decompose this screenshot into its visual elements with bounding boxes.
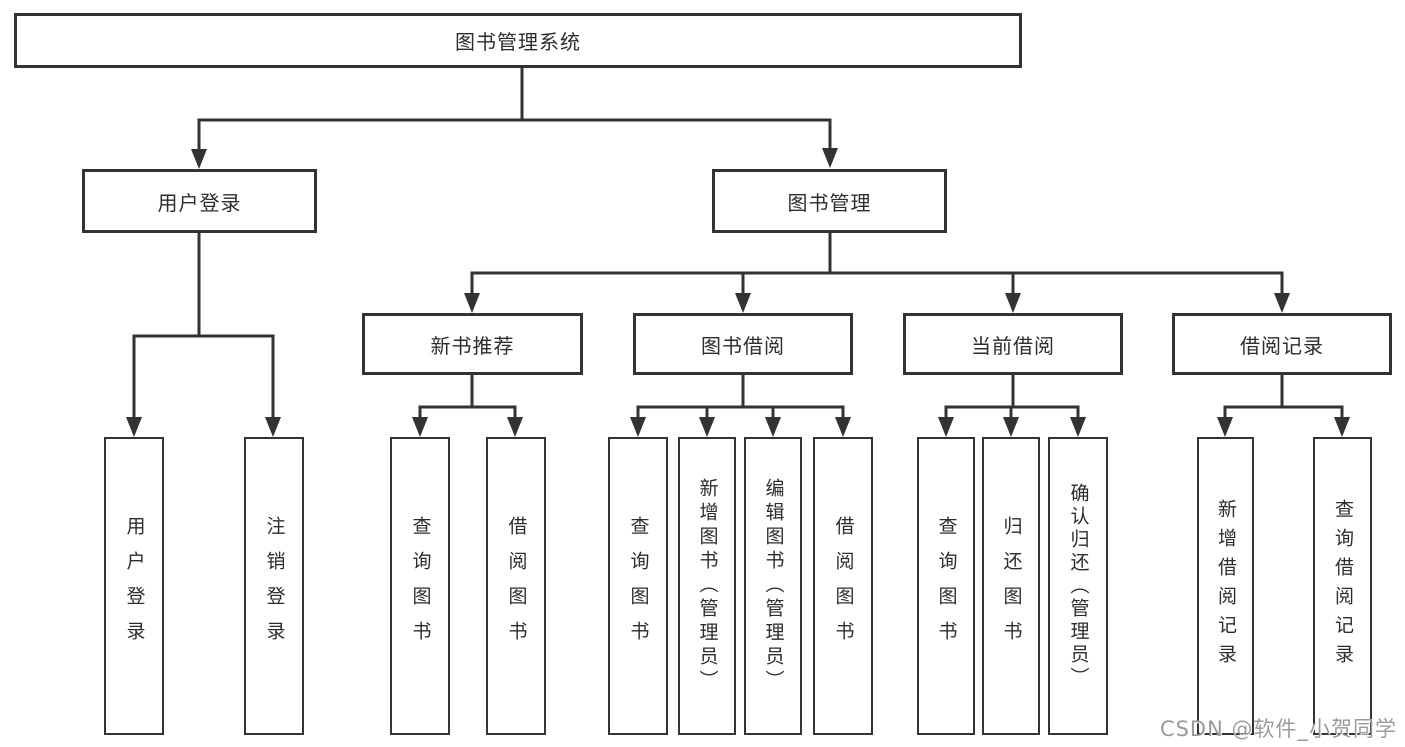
leaf-edit-book-admin-label: 编辑图书（管理员）: [762, 478, 785, 694]
leaf-borrow-book-label: 借阅图书: [832, 516, 855, 656]
leaf-return-book: 归还图书: [982, 437, 1040, 735]
csdn-watermark: CSDN @软件_小贺同学: [1159, 717, 1397, 741]
leaf-add-borrow-record-label: 新增借阅记录: [1215, 499, 1237, 673]
leaf-user-login: 用户登录: [104, 437, 164, 735]
leaf-add-borrow-record: 新增借阅记录: [1197, 437, 1254, 735]
leaf-confirm-return-admin: 确认归还（管理员）: [1048, 437, 1108, 735]
leaf-current-query-book: 查询图书: [917, 437, 975, 735]
node-book-borrow: 图书借阅: [633, 313, 853, 375]
leaf-recommend-borrow-book-label: 借阅图书: [505, 516, 528, 656]
node-new-book-recommend: 新书推荐: [362, 313, 583, 375]
node-book-management: 图书管理: [712, 169, 947, 233]
leaf-recommend-borrow-book: 借阅图书: [486, 437, 546, 735]
node-borrow-records: 借阅记录: [1172, 313, 1392, 375]
leaf-recommend-query-book-label: 查询图书: [409, 516, 432, 656]
leaf-confirm-return-admin-label: 确认归还（管理员）: [1067, 482, 1090, 690]
leaf-add-book-admin-label: 新增图书（管理员）: [696, 478, 719, 694]
leaf-return-book-label: 归还图书: [1000, 516, 1023, 656]
leaf-edit-book-admin: 编辑图书（管理员）: [744, 437, 802, 735]
leaf-user-login-label: 用户登录: [123, 516, 146, 656]
leaf-query-borrow-record-label: 查询借阅记录: [1332, 499, 1354, 673]
leaf-borrow-query-book-label: 查询图书: [627, 516, 650, 656]
leaf-logout: 注销登录: [244, 437, 304, 735]
leaf-recommend-query-book: 查询图书: [390, 437, 450, 735]
leaf-borrow-book: 借阅图书: [813, 437, 873, 735]
leaf-query-borrow-record: 查询借阅记录: [1313, 437, 1372, 735]
leaf-current-query-book-label: 查询图书: [935, 516, 958, 656]
leaf-add-book-admin: 新增图书（管理员）: [678, 437, 736, 735]
node-root: 图书管理系统: [14, 13, 1022, 68]
leaf-borrow-query-book: 查询图书: [608, 437, 668, 735]
node-current-borrow: 当前借阅: [903, 313, 1123, 375]
node-user-login: 用户登录: [82, 169, 317, 233]
leaf-logout-label: 注销登录: [263, 516, 286, 656]
